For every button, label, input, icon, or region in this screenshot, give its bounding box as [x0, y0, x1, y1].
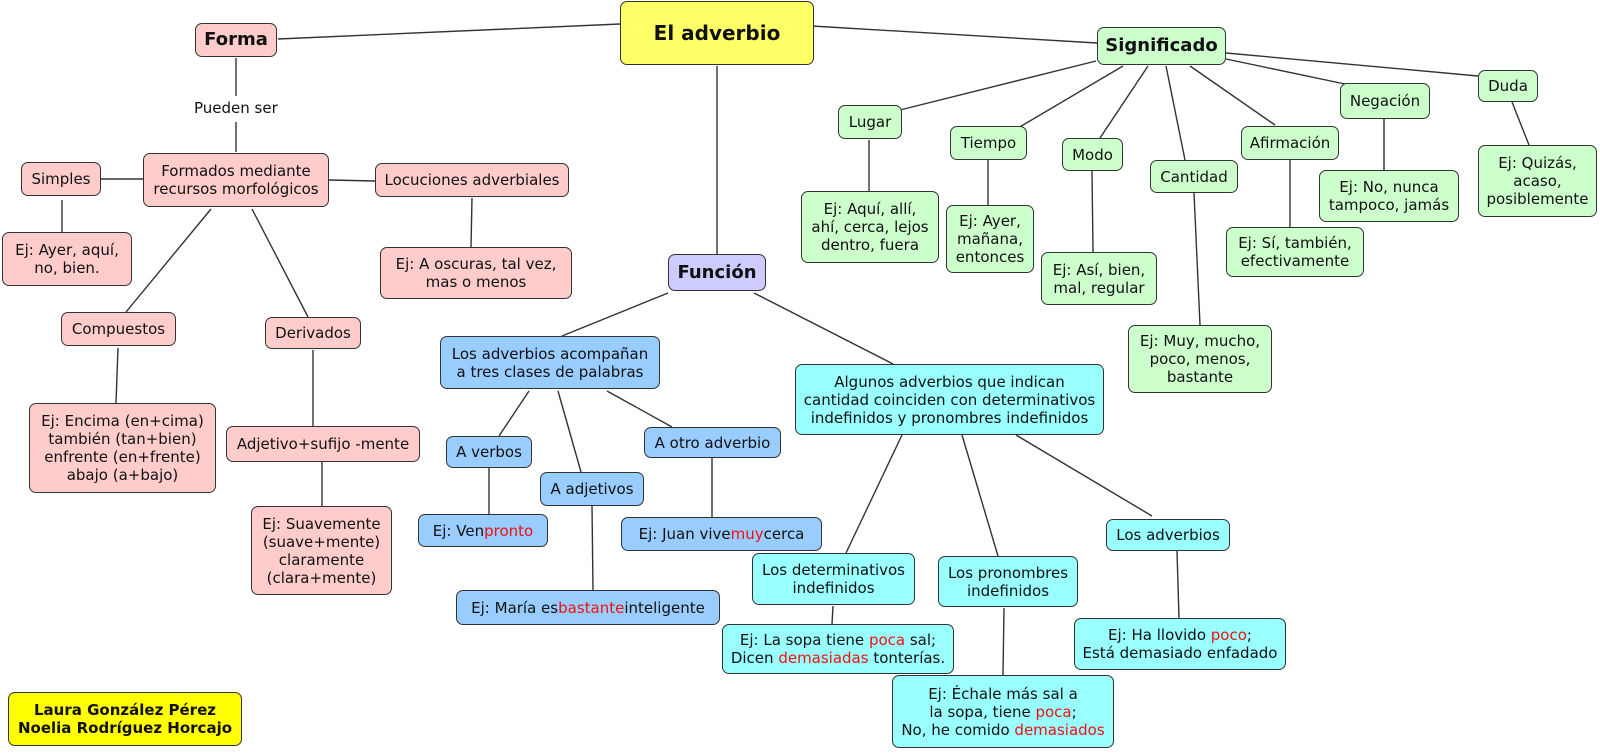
concept-determinativos: Los determinativos indefinidos: [752, 553, 915, 605]
example-simples: Ej: Ayer, aquí, no, bien.: [2, 232, 132, 286]
concept-adjetivo-sufijo: Adjetivo+sufijo -mente: [226, 426, 420, 462]
highlight-word: muy: [730, 525, 764, 543]
concept-a-adjetivos: A adjetivos: [540, 472, 644, 506]
example-cantidad: Ej: Muy, mucho, poco, menos, bastante: [1128, 325, 1272, 393]
example-text: Ej: María es: [471, 598, 559, 617]
concept-simples: Simples: [21, 162, 101, 196]
concept-derivados: Derivados: [265, 317, 361, 349]
concept-a-verbos: A verbos: [446, 436, 532, 468]
concept-funcion: Función: [668, 254, 766, 291]
concept-modo: Modo: [1062, 138, 1123, 171]
example-compuestos: Ej: Encima (en+cima) también (tan+bien) …: [29, 403, 216, 493]
highlight-word: poca: [1035, 702, 1072, 721]
example-verbos: Ej: Ven pronto: [418, 514, 548, 547]
concept-algunos-adverbios: Algunos adverbios que indican cantidad c…: [795, 364, 1104, 435]
example-text: cerca: [763, 525, 805, 543]
credits-authors: Laura González Pérez Noelia Rodríguez Ho…: [8, 692, 242, 746]
concept-formados: Formados mediante recursos morfológicos: [143, 153, 329, 207]
example-text: inteligente: [624, 598, 705, 617]
concept-compuestos: Compuestos: [61, 312, 176, 346]
example-text: Ej: La sopa tiene: [739, 631, 869, 649]
example-text: Ej: Juan vive: [638, 525, 731, 543]
concept-pronombres: Los pronombres indefinidos: [938, 556, 1078, 607]
concept-tiempo: Tiempo: [950, 126, 1027, 160]
highlight-word: demasiados: [1014, 720, 1105, 739]
example-modo: Ej: Así, bien, mal, regular: [1041, 252, 1157, 305]
example-locuciones: Ej: A oscuras, tal vez, mas o menos: [380, 247, 572, 299]
example-determinativos: Ej: La sopa tiene poca sal; Dicen demasi…: [722, 624, 954, 674]
example-pronombres: Ej: Échale más sal a la sopa, tiene poca…: [892, 675, 1114, 748]
highlight-word: poca: [868, 631, 906, 649]
concept-forma: Forma: [195, 23, 277, 57]
highlight-word: poco: [1210, 626, 1247, 644]
example-afirmacion: Ej: Sí, también, efectivamente: [1226, 227, 1364, 277]
highlight-word: pronto: [484, 521, 534, 540]
concept-cantidad: Cantidad: [1150, 160, 1238, 193]
concept-lugar: Lugar: [838, 105, 902, 139]
concept-negacion: Negación: [1340, 83, 1430, 119]
example-otro-adverbio: Ej: Juan vive muy cerca: [621, 517, 822, 551]
concept-significado: Significado: [1097, 27, 1226, 65]
concept-acompanan: Los adverbios acompañan a tres clases de…: [440, 336, 660, 389]
highlight-word: bastante: [558, 598, 625, 617]
example-text: Ej: Ha llovido: [1108, 626, 1211, 644]
concept-locuciones: Locuciones adverbiales: [375, 163, 569, 197]
concept-los-adverbios: Los adverbios: [1106, 519, 1230, 551]
concept-main-title: El adverbio: [620, 1, 814, 65]
example-tiempo: Ej: Ayer, mañana, entonces: [946, 205, 1034, 273]
example-text: Ej: Ven: [432, 521, 485, 540]
example-derivados: Ej: Suavemente (suave+mente) claramente …: [251, 506, 392, 595]
highlight-word: demasiadas: [778, 649, 869, 667]
example-adjetivos: Ej: María es bastante inteligente: [456, 590, 720, 625]
example-lugar: Ej: Aquí, allí, ahí, cerca, lejos dentro…: [801, 191, 939, 263]
concept-afirmacion: Afirmación: [1241, 126, 1339, 160]
example-negacion: Ej: No, nunca tampoco, jamás: [1319, 170, 1459, 222]
example-text: sal; Dicen: [730, 631, 937, 667]
link-label-pueden-ser: Pueden ser: [192, 99, 280, 117]
example-los-adverbios: Ej: Ha llovido poco; Está demasiado enfa…: [1074, 618, 1286, 670]
example-text: Ej: Échale más sal a la sopa, tiene: [928, 684, 1078, 721]
concept-duda: Duda: [1478, 70, 1538, 102]
example-text: ; Está demasiado enfadado: [1082, 626, 1278, 662]
concept-a-otro-adverbio: A otro adverbio: [644, 427, 781, 458]
example-text: ; No, he comido: [901, 702, 1077, 739]
example-duda: Ej: Quizás, acaso, posiblemente: [1478, 145, 1597, 217]
example-text: tonterías.: [868, 649, 946, 667]
